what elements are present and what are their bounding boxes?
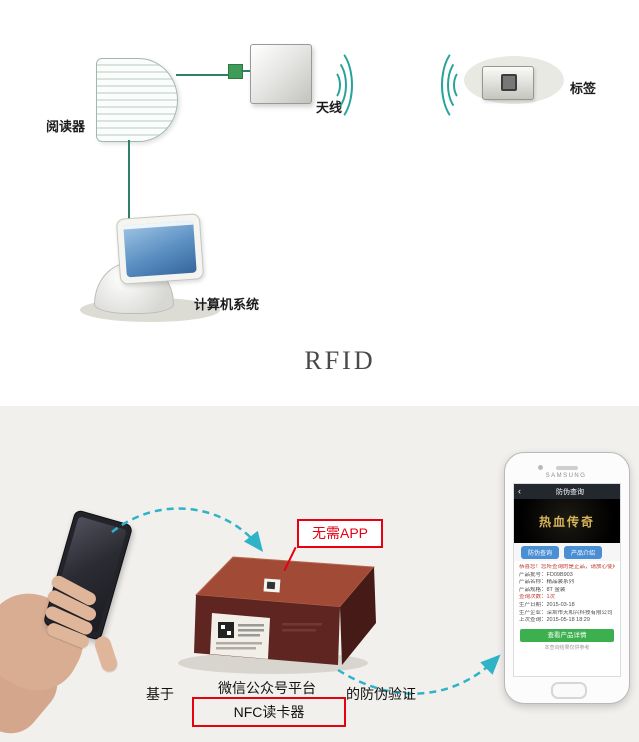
connector-line [241, 70, 250, 72]
product-image: 热血传奇 [514, 499, 620, 543]
product-info-line: 产品批号：FD09B903 [519, 571, 573, 578]
front-camera-icon [538, 465, 543, 470]
no-app-callout: 无需APP [297, 519, 383, 548]
caption-top-line: 微信公众号平台 [218, 680, 316, 696]
qr-code-icon [266, 581, 276, 590]
tag-chip-icon [501, 74, 517, 91]
rfid-reader-icon [96, 58, 178, 142]
product-info-line: 恭喜您！您所查询的是正品，请放心使用 [519, 564, 615, 570]
computer-label: 计算机系统 [194, 297, 260, 312]
app-header: ‹ 防伪查询 [514, 484, 620, 499]
verify-button[interactable]: 查看产品详情 [520, 628, 614, 642]
product-info-line: 上次查询：2015-05-18 18:29 [519, 617, 590, 624]
screen-footer-note: 本查询结果仅供参考 [544, 644, 590, 651]
connector-line [128, 140, 130, 224]
rfid-title: RFID [304, 346, 376, 375]
product-info-line: 生产企业：深圳市天和兴科技有限公司 [519, 609, 613, 616]
product-info-line: 查询次数：1次 [519, 594, 556, 601]
antenna-icon [250, 44, 312, 104]
product-info-line: 生产日期：2015-03-18 [519, 601, 575, 608]
app-button-right[interactable]: 产品介绍 [564, 545, 603, 559]
back-icon[interactable]: ‹ [518, 486, 521, 496]
product-info-list: 恭喜您！您所查询的是正品，请放心使用 产品批号：FD09B903 产品名称：精品… [514, 561, 620, 626]
box-right-face [340, 567, 376, 665]
product-info-line: 产品规格：8T 金装 [519, 586, 566, 593]
reader-label: 阅读器 [46, 119, 86, 134]
earpiece-icon [556, 466, 578, 470]
app-button-left[interactable]: 防伪查询 [521, 545, 560, 559]
phone-screen: ‹ 防伪查询 热血传奇 防伪查询 产品介绍 恭喜您！您所查询的是正品，请放心使用… [513, 483, 621, 677]
connector-line [176, 74, 228, 76]
computer-screen [123, 220, 197, 278]
product-info-line: 产品名称：精品装系列 [519, 579, 575, 586]
caption-prefix: 基于 [146, 686, 174, 702]
computer-monitor [115, 213, 205, 285]
app-button-row: 防伪查询 产品介绍 [514, 543, 620, 561]
home-button[interactable] [551, 682, 587, 699]
caption-suffix: 的防伪验证 [346, 686, 416, 702]
caption-boxed-line: NFC读卡器 [192, 697, 346, 727]
tag-label: 标签 [570, 81, 597, 96]
phone-brand: SAMSUNG [545, 473, 587, 479]
product-box-illustration [178, 556, 376, 674]
app-header-title: 防伪查询 [556, 488, 584, 496]
rfid-tag-icon [482, 66, 534, 100]
box-top-face [196, 557, 374, 607]
